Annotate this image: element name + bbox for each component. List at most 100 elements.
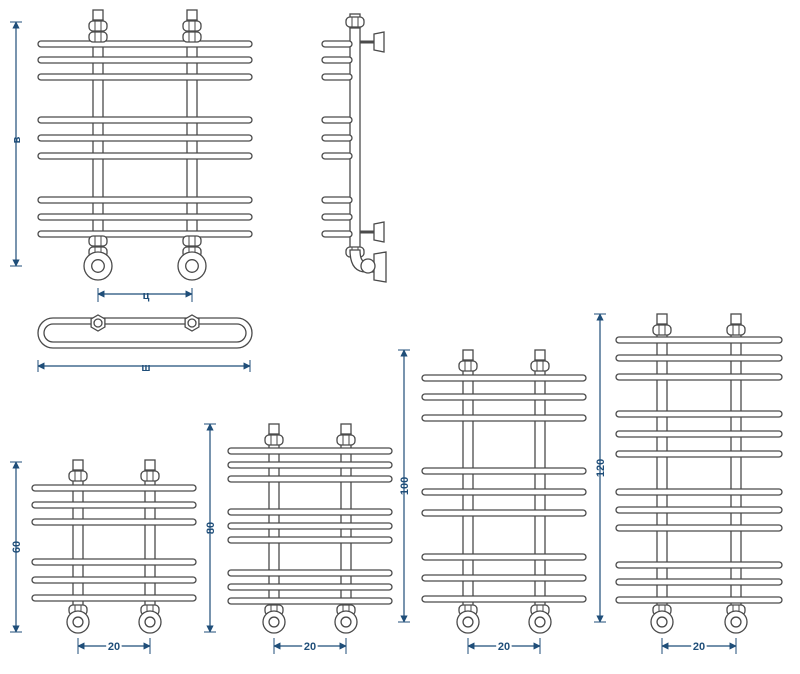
horizontal-bar [31, 594, 197, 602]
coupling-nut [140, 470, 160, 482]
flange-inner [730, 616, 742, 628]
vertical-collector [340, 433, 352, 609]
model-120-dimensions: 120 20 [594, 313, 737, 655]
center-distance-label: ц [143, 290, 150, 302]
model-80-center-label: 20 [304, 641, 316, 653]
flange-inner [656, 616, 668, 628]
coupling-nut [182, 235, 202, 247]
model-80-height-label: 80 [205, 522, 217, 534]
flange-inner [268, 616, 280, 628]
horizontal-bar [227, 475, 393, 483]
horizontal-bar [37, 196, 253, 204]
model-120-front-view [615, 313, 783, 634]
flange-inner [534, 616, 546, 628]
horizontal-bar [421, 414, 587, 422]
horizontal-bar [37, 213, 253, 221]
coupling-nut [264, 434, 284, 446]
horizontal-bar [227, 447, 393, 455]
horizontal-bar [615, 354, 783, 362]
horizontal-bar [37, 73, 253, 81]
horizontal-bar [421, 595, 587, 603]
horizontal-bar [421, 467, 587, 475]
coupling-nut [458, 360, 478, 372]
horizontal-bar [31, 518, 197, 526]
horizontal-bar [31, 484, 197, 492]
horizontal-bar [227, 597, 393, 605]
horizontal-bar [615, 524, 783, 532]
coupling-nut [652, 324, 672, 336]
horizontal-bar [37, 134, 253, 142]
horizontal-bar [615, 488, 783, 496]
coupling-nut [68, 470, 88, 482]
horizontal-bar [37, 230, 253, 238]
model-100-height-label: 100 [399, 477, 411, 495]
model-100-center-label: 20 [498, 641, 510, 653]
bar-end [321, 40, 353, 48]
front-view-main [37, 9, 253, 281]
horizontal-bar [37, 56, 253, 64]
top-view [37, 314, 253, 349]
dimension-width: ш [37, 360, 251, 374]
bar-end [321, 134, 353, 142]
horizontal-bar [421, 488, 587, 496]
valve-flange [373, 251, 387, 283]
flange-inner [462, 616, 474, 628]
horizontal-bar [615, 450, 783, 458]
bar-end [321, 196, 353, 204]
bar-end [321, 213, 353, 221]
bar-end [321, 116, 353, 124]
horizontal-bar [31, 576, 197, 584]
coupling-nut [88, 31, 108, 43]
width-label: ш [141, 362, 150, 374]
bracket-plate [373, 221, 385, 243]
horizontal-bar [227, 508, 393, 516]
horizontal-bar [615, 578, 783, 586]
collector-pipe [93, 318, 103, 328]
collector-pipe [187, 318, 197, 328]
coupling-nut [88, 235, 108, 247]
bar-end [321, 230, 353, 238]
horizontal-bar [615, 506, 783, 514]
bar-end [321, 152, 353, 160]
horizontal-bar [227, 583, 393, 591]
horizontal-bar [31, 558, 197, 566]
bracket-plate [373, 31, 385, 53]
side-view [321, 13, 387, 283]
flange-inner [91, 259, 105, 273]
horizontal-bar [615, 336, 783, 344]
horizontal-bar [615, 561, 783, 569]
horizontal-bar [37, 116, 253, 124]
horizontal-bar [615, 596, 783, 604]
model-60-center-label: 20 [108, 641, 120, 653]
flange-inner [72, 616, 84, 628]
height-label: в [11, 136, 23, 143]
horizontal-bar [227, 522, 393, 530]
horizontal-bar [615, 373, 783, 381]
horizontal-bar [37, 152, 253, 160]
coupling-nut [88, 20, 108, 32]
coupling-nut [182, 20, 202, 32]
horizontal-bar [37, 40, 253, 48]
horizontal-bar [227, 536, 393, 544]
vertical-collector [268, 433, 280, 609]
horizontal-bar [421, 374, 587, 382]
coupling-nut [345, 16, 365, 28]
horizontal-bar [615, 430, 783, 438]
model-120-center-label: 20 [693, 641, 705, 653]
model-60-height-label: 60 [11, 541, 23, 553]
horizontal-bar [227, 461, 393, 469]
valve-nut [360, 258, 376, 274]
model-80-dimensions: 80 20 [204, 423, 347, 655]
flange-inner [185, 259, 199, 273]
horizontal-bar [421, 553, 587, 561]
model-80-front-view [227, 423, 393, 634]
horizontal-bar [227, 569, 393, 577]
flange-inner [340, 616, 352, 628]
coupling-nut [336, 434, 356, 446]
bar-end [321, 73, 353, 81]
top-outline-inner [43, 323, 247, 343]
horizontal-bar [421, 393, 587, 401]
flange-inner [144, 616, 156, 628]
horizontal-bar [421, 574, 587, 582]
